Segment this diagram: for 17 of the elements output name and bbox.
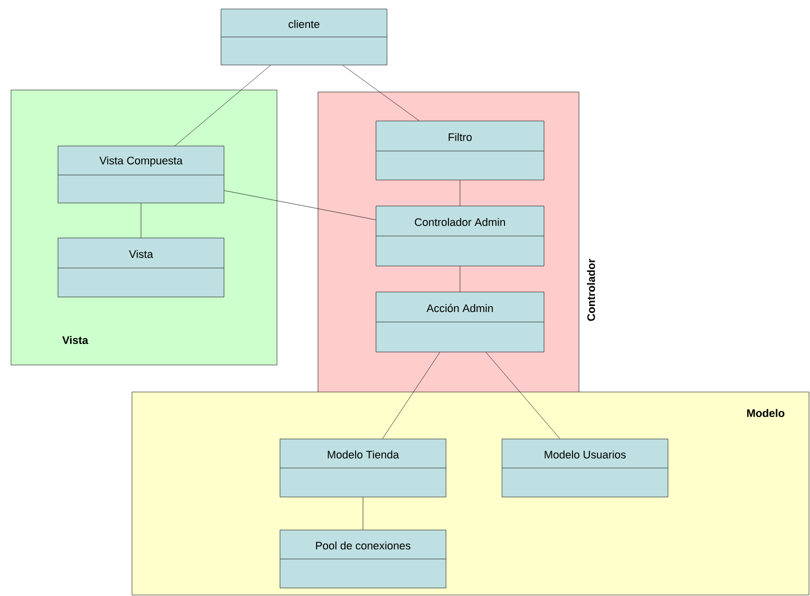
connector-line — [382, 352, 440, 439]
node-label: Controlador — [586, 258, 596, 321]
connector-line — [342, 65, 420, 121]
connector-line — [486, 352, 560, 439]
connector-line — [140, 203, 142, 238]
connector-line — [174, 65, 271, 146]
connector-line — [362, 497, 364, 530]
class-box: Pool de conexiones — [280, 530, 446, 588]
class-box: Acción Admin — [376, 292, 544, 352]
class-box: Modelo Tienda — [280, 438, 446, 498]
class-box: Vista — [58, 238, 224, 298]
class-box: Controlador Admin — [376, 206, 544, 266]
class-box: Vista Compuesta — [58, 146, 224, 204]
class-box: cliente — [220, 8, 388, 66]
class-box: Filtro — [376, 120, 544, 180]
connector-line — [224, 190, 376, 220]
class-box: Modelo Usuarios — [502, 438, 668, 498]
